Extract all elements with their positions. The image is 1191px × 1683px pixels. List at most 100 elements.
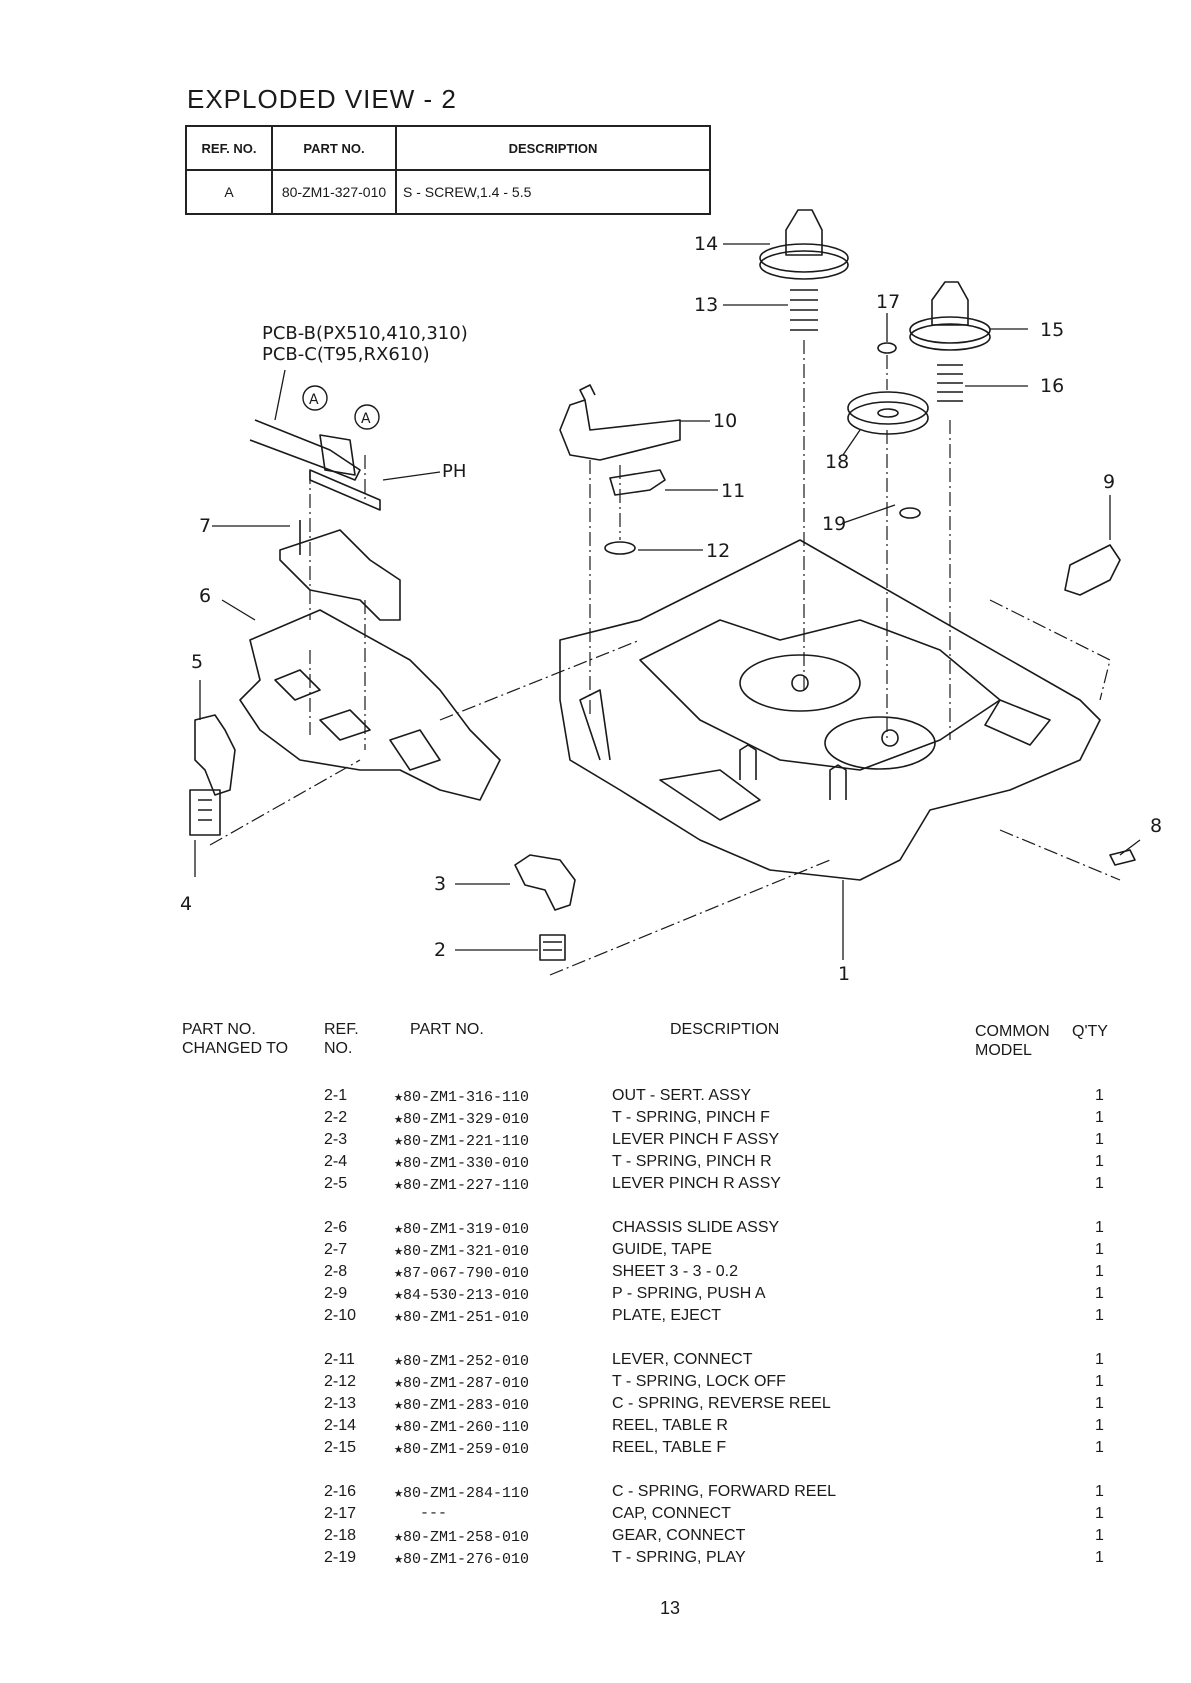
part-cell: ★80-ZM1-321-010: [394, 1243, 530, 1260]
callout-11: 11: [721, 480, 745, 502]
callout-3: 3: [434, 873, 446, 895]
callout-6: 6: [199, 585, 211, 607]
table-row: A 80-ZM1-327-010 S - SCREW,1.4 - 5.5: [185, 169, 711, 215]
callout-5: 5: [191, 651, 203, 673]
part-cell: ★87-067-790-010: [394, 1265, 530, 1282]
ref-no-header: REF. NO.: [185, 125, 273, 171]
desc-cell: C - SPRING, REVERSE REEL: [612, 1395, 831, 1412]
desc-cell: REEL, TABLE F: [612, 1439, 727, 1456]
screw-marker-1: A: [302, 385, 328, 411]
ref-cell: 2-3: [324, 1131, 348, 1148]
qty-cell: 1: [1095, 1175, 1104, 1192]
common-model-header: COMMON MODEL: [975, 1023, 1050, 1059]
callout-18: 18: [825, 451, 849, 473]
qty-cell: 1: [1095, 1241, 1104, 1258]
callout-14: 14: [694, 233, 718, 255]
connect-lever: [609, 469, 666, 496]
part-cell: ★80-ZM1-221-110: [394, 1133, 530, 1150]
desc-cell: T - SPRING, PINCH R: [612, 1153, 772, 1170]
desc-cell: C - SPRING, FORWARD REEL: [612, 1483, 837, 1500]
part-cell: ★80-ZM1-260-110: [394, 1419, 530, 1436]
desc-cell: CHASSIS SLIDE ASSY: [612, 1219, 780, 1236]
callout-10: 10: [713, 410, 737, 432]
ref-cell: 2-14: [324, 1417, 357, 1434]
ref-cell: 2-13: [324, 1395, 357, 1412]
sheet: [1109, 849, 1136, 866]
ref-cell: 2-16: [324, 1483, 357, 1500]
lock-off-spring: [604, 541, 636, 555]
part-cell: ★80-ZM1-284-110: [394, 1485, 530, 1502]
ref-cell: 2-17: [324, 1505, 357, 1522]
desc-cell: OUT - SERT. ASSY: [612, 1087, 752, 1104]
tape-guide: [279, 529, 401, 621]
qty-cell: 1: [1095, 1373, 1104, 1390]
reel-table-f: [931, 281, 969, 326]
table-row: 2-13 ★80-ZM1-283-010 C - SPRING, REVERSE R…: [0, 1395, 1191, 1417]
qty-cell: 1: [1095, 1087, 1104, 1104]
ref-no-cell: A: [185, 169, 273, 215]
desc-cell: LEVER PINCH F ASSY: [612, 1131, 780, 1148]
qty-cell: 1: [1095, 1219, 1104, 1236]
slide-chassis: [239, 609, 501, 801]
desc-cell: PLATE, EJECT: [612, 1307, 722, 1324]
ref-cell: 2-10: [324, 1307, 357, 1324]
part-cell: ★80-ZM1-329-010: [394, 1111, 530, 1128]
qty-header: Q'TY: [1072, 1023, 1108, 1040]
play-spring: [899, 507, 921, 519]
ref-cell: 2-18: [324, 1527, 357, 1544]
lever-pinch-r: [194, 714, 236, 796]
ref-cell: 2-15: [324, 1439, 357, 1456]
part-cell: ★80-ZM1-283-010: [394, 1397, 530, 1414]
desc-cell: SHEET 3 - 3 - 0.2: [612, 1263, 738, 1280]
part-cell: ---: [420, 1505, 448, 1522]
callout-1: 1: [838, 963, 850, 985]
eject-plate: [559, 399, 681, 461]
page-title: EXPLODED VIEW - 2: [187, 84, 457, 114]
screw-reference-table: REF. NO. PART NO. DESCRIPTION A 80-ZM1-3…: [185, 125, 711, 215]
callout-9: 9: [1103, 471, 1115, 493]
desc-cell: CAP, CONNECT: [612, 1505, 731, 1522]
main-chassis: [559, 539, 1101, 881]
exploded-view-diagram: A A PCB-B(PX510,410,310) PCB-C(T95,RX610…: [180, 209, 1162, 985]
description-header: DESCRIPTION: [395, 125, 711, 171]
qty-cell: 1: [1095, 1395, 1104, 1412]
push-spring: [1064, 544, 1121, 596]
page-number: 13: [660, 1598, 681, 1618]
qty-cell: 1: [1095, 1439, 1104, 1456]
qty-cell: 1: [1095, 1109, 1104, 1126]
table-row: 2-16 ★80-ZM1-284-110 C - SPRING, FORWARD R…: [0, 1483, 1191, 1505]
description-cell: S - SCREW,1.4 - 5.5: [395, 169, 711, 215]
callout-12: 12: [706, 540, 730, 562]
part-cell: ★80-ZM1-319-010: [394, 1221, 530, 1238]
ref-cell: 2-1: [324, 1087, 348, 1104]
ref-cell: 2-5: [324, 1175, 348, 1192]
part-cell: ★84-530-213-010: [394, 1287, 530, 1304]
part-no-column-header: PART NO.: [410, 1021, 484, 1038]
desc-cell: T - SPRING, PINCH F: [612, 1109, 770, 1126]
callout-16: 16: [1040, 375, 1064, 397]
callout-8: 8: [1150, 815, 1162, 837]
ref-cell: 2-12: [324, 1373, 357, 1390]
svg-text:A: A: [361, 411, 371, 427]
qty-cell: 1: [1095, 1417, 1104, 1434]
ph-label: PH: [442, 461, 466, 482]
qty-cell: 1: [1095, 1263, 1104, 1280]
lever-pinch-f: [514, 854, 576, 911]
part-cell: ★80-ZM1-252-010: [394, 1353, 530, 1370]
part-cell: ★80-ZM1-258-010: [394, 1529, 530, 1546]
qty-cell: 1: [1095, 1307, 1104, 1324]
